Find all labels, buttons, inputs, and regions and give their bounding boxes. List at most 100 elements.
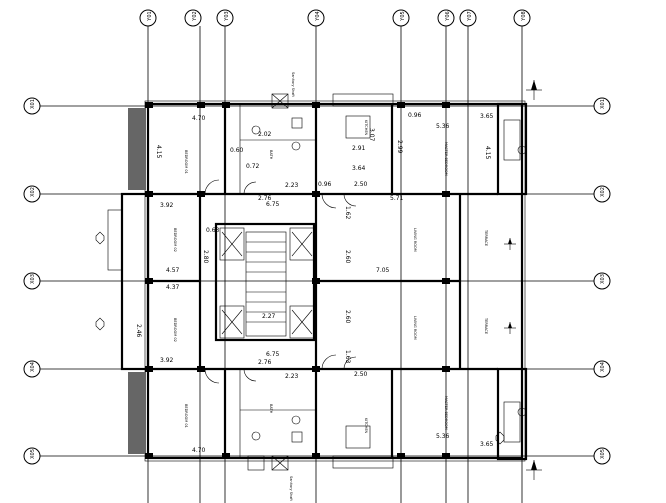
grid-bubble-x05-right: X05 — [593, 447, 611, 465]
room-label-terrace-bottom: TERRACE — [484, 317, 488, 334]
dim-label: 1.63 — [344, 350, 351, 364]
dim-label: 4.70 — [192, 115, 206, 122]
grid-bubble-x01-right: X01 — [593, 97, 611, 115]
room-label-kitchen-bottom: KITCHEN — [364, 418, 368, 434]
dim-label: 0.96 — [408, 112, 422, 119]
room-label-bath-bottom: BATH — [269, 404, 273, 414]
dim-label: 2.50 — [354, 181, 368, 188]
room-label-bedroom-02-bottom: BEDROOM 02 — [173, 318, 177, 342]
grid-bubble-y01: Y01 — [139, 9, 157, 27]
dim-label: 2.60 — [344, 250, 351, 264]
dim-label: 2.99 — [396, 140, 403, 154]
room-label-bath-top: BATH — [269, 150, 273, 160]
dim-label: 4.15 — [484, 146, 491, 160]
dim-label: 2.23 — [285, 373, 299, 380]
shaft-label-bottom: Sanitary Shaft — [289, 476, 293, 501]
section-markers — [95, 231, 505, 445]
room-label-master-bedroom-bottom: MASTER BEDROOM — [444, 396, 448, 430]
room-label-bedroom-02-top: BEDROOM 02 — [173, 228, 177, 252]
svg-text:X03: X03 — [600, 274, 606, 284]
structural-columns — [145, 102, 450, 459]
dim-label: 2.60 — [344, 310, 351, 324]
dim-label: 3.07 — [368, 128, 375, 142]
grid-bubble-y08: Y08 — [513, 9, 531, 27]
grid-bubble-y05: Y05 — [392, 9, 410, 27]
grid-bubble-y06: Y06 — [437, 9, 455, 27]
dim-label: 3.64 — [352, 165, 366, 172]
room-label-master-bedroom-top: MASTER BEDROOM — [444, 142, 448, 176]
room-label-kitchen-top: KITCHEN — [364, 120, 368, 136]
grid-bubble-y04: Y04 — [307, 9, 325, 27]
room-label-living-room-top: LIVING ROOM — [413, 228, 417, 252]
dim-label: 2.76 — [258, 359, 272, 366]
shaft-label-top: Sanitary Shaft — [291, 72, 295, 97]
grid-bubble-x04-right: X04 — [593, 360, 611, 378]
dim-label: 3.65 — [480, 113, 494, 120]
svg-text:X03: X03 — [30, 274, 36, 284]
grid-bubble-x03-right: X03 — [593, 272, 611, 290]
dimension-labels: 4.70 4.15 3.92 6.75 2.23 2.76 2.91 3.64 … — [135, 112, 494, 454]
svg-text:X01: X01 — [30, 99, 36, 109]
dim-label: 3.92 — [160, 202, 174, 209]
svg-text:Y03: Y03 — [224, 11, 230, 21]
svg-text:X05: X05 — [30, 449, 36, 459]
grid-bubble-x03-left: X03 — [23, 272, 41, 290]
dim-label: 2.80 — [202, 250, 209, 264]
grid-bubble-x01-left: X01 — [23, 97, 41, 115]
dim-label: 5.71 — [390, 195, 404, 202]
room-label-terrace-top: TERRACE — [484, 229, 488, 246]
dim-label: 0.63 — [206, 227, 220, 234]
grid-bubble-x02-left: X02 — [23, 185, 41, 203]
svg-text:X05: X05 — [600, 449, 606, 459]
svg-text:X02: X02 — [600, 187, 606, 197]
svg-text:Y06: Y06 — [445, 11, 451, 21]
dim-label: 4.37 — [166, 284, 180, 291]
svg-text:Y02: Y02 — [192, 11, 198, 21]
dim-label: 5.36 — [436, 123, 450, 130]
sanitary-shafts: Sanitary Shaft Sanitary Shaft — [247, 72, 295, 501]
dim-label: 2.50 — [354, 371, 368, 378]
svg-text:X01: X01 — [600, 99, 606, 109]
svg-text:Y04: Y04 — [315, 11, 321, 21]
grid-bubble-y02: Y02 — [184, 9, 202, 27]
grid-bubble-y07: Y07 — [459, 9, 477, 27]
dim-label: 0.60 — [230, 147, 244, 154]
grid-bubbles-right: X01 X02 X03 X04 X05 — [593, 97, 611, 465]
sanitary-fixtures — [251, 115, 527, 449]
dim-label: 2.02 — [258, 131, 272, 138]
grid-bubble-x04-left: X04 — [23, 360, 41, 378]
svg-text:Y08: Y08 — [521, 11, 527, 21]
dim-label: 1.62 — [344, 206, 351, 220]
grid-bubble-y03: Y03 — [216, 9, 234, 27]
dim-label: 2.23 — [285, 182, 299, 189]
grid-bubbles-top: Y01 Y02 Y03 Y04 Y05 Y06 Y07 Y08 — [139, 9, 531, 27]
grid-lines-vertical — [147, 26, 523, 503]
balcony-hatch-left — [128, 108, 146, 454]
dim-label: 6.75 — [266, 201, 280, 208]
dim-label: 4.15 — [155, 145, 162, 159]
grid-bubbles-left: X01 X02 X03 X04 X05 — [23, 97, 41, 465]
dim-label: 5.36 — [436, 433, 450, 440]
dim-label: 4.70 — [192, 447, 206, 454]
dim-label: 3.65 — [480, 441, 494, 448]
dim-label: 2.91 — [352, 145, 366, 152]
dim-label: 2.76 — [258, 195, 272, 202]
grid-bubble-x05-left: X05 — [23, 447, 41, 465]
svg-text:Y05: Y05 — [400, 11, 406, 21]
dim-label: 2.27 — [262, 313, 276, 320]
grid-bubble-x02-right: X02 — [593, 185, 611, 203]
room-label-living-room-bottom: LIVING ROOM — [413, 316, 417, 340]
svg-text:X04: X04 — [600, 362, 606, 372]
dim-label: 0.96 — [318, 181, 332, 188]
room-label-bedroom-01-bottom: BEDROOM 01 — [184, 404, 188, 428]
room-labels: BEDROOM 01 BATH KITCHEN MASTER BEDROOM B… — [173, 120, 488, 434]
room-label-bedroom-01-top: BEDROOM 01 — [184, 150, 188, 174]
dim-label: 3.92 — [160, 357, 174, 364]
interior-walls — [148, 104, 498, 458]
dim-label: 0.72 — [246, 163, 260, 170]
north-arrow-icon — [504, 80, 542, 480]
svg-text:Y07: Y07 — [467, 11, 473, 21]
dim-label: 2.46 — [135, 324, 142, 338]
dim-label: 4.57 — [166, 267, 180, 274]
